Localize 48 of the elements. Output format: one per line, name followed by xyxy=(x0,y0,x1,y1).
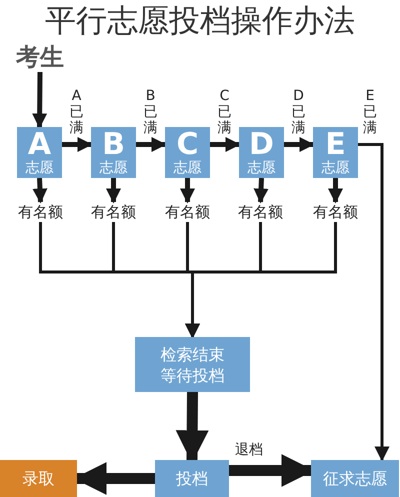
label-text: 有名额 xyxy=(233,202,288,222)
arrow xyxy=(210,137,240,152)
box-text: 志愿 xyxy=(248,160,276,176)
arrow xyxy=(328,178,343,204)
edge-label: E已满 xyxy=(362,88,378,136)
process-box xyxy=(135,337,250,392)
arrow xyxy=(358,143,390,462)
edge-label: B已满 xyxy=(142,88,158,136)
box-text: 录取 xyxy=(22,468,54,489)
process-box xyxy=(313,127,358,178)
box-text: 志愿 xyxy=(100,160,128,176)
process-box xyxy=(239,127,284,178)
process-box xyxy=(311,460,399,497)
label-text: 考生 xyxy=(12,42,68,72)
arrow xyxy=(62,137,92,152)
arrow xyxy=(254,178,269,204)
edge-label: A已满 xyxy=(68,88,84,136)
box-text: 志愿 xyxy=(322,160,350,176)
box-text: 志愿 xyxy=(26,160,54,176)
box-text: 检索结束等待投档 xyxy=(160,344,226,386)
box-letter: A xyxy=(28,130,52,160)
box-text: 志愿 xyxy=(174,160,202,176)
process-box xyxy=(17,127,62,178)
label-text: 有名额 xyxy=(160,202,215,222)
title: 平行志愿投档操作办法 xyxy=(44,2,356,40)
box-text: 投档 xyxy=(176,468,208,489)
edge-label: C已满 xyxy=(216,88,232,136)
process-box xyxy=(155,460,229,497)
box-letter: E xyxy=(325,130,346,160)
arrow xyxy=(32,178,48,204)
arrow xyxy=(106,178,121,204)
edge-label: D已满 xyxy=(290,88,306,136)
box-text: 征求志愿 xyxy=(323,468,387,489)
label-text: 有名额 xyxy=(13,202,68,222)
process-box xyxy=(0,460,77,497)
box-letter: B xyxy=(102,130,125,160)
arrow xyxy=(180,178,195,204)
process-box xyxy=(165,127,210,178)
label-text: 有名额 xyxy=(308,202,363,222)
label-text: 有名额 xyxy=(86,202,141,222)
arrow xyxy=(284,137,314,152)
edge-label: 退档 xyxy=(235,440,263,458)
process-box xyxy=(91,127,136,178)
box-letter: C xyxy=(176,130,199,160)
arrow xyxy=(136,137,166,152)
arrow xyxy=(32,72,48,128)
box-letter: D xyxy=(249,130,274,160)
arrow xyxy=(185,222,337,338)
